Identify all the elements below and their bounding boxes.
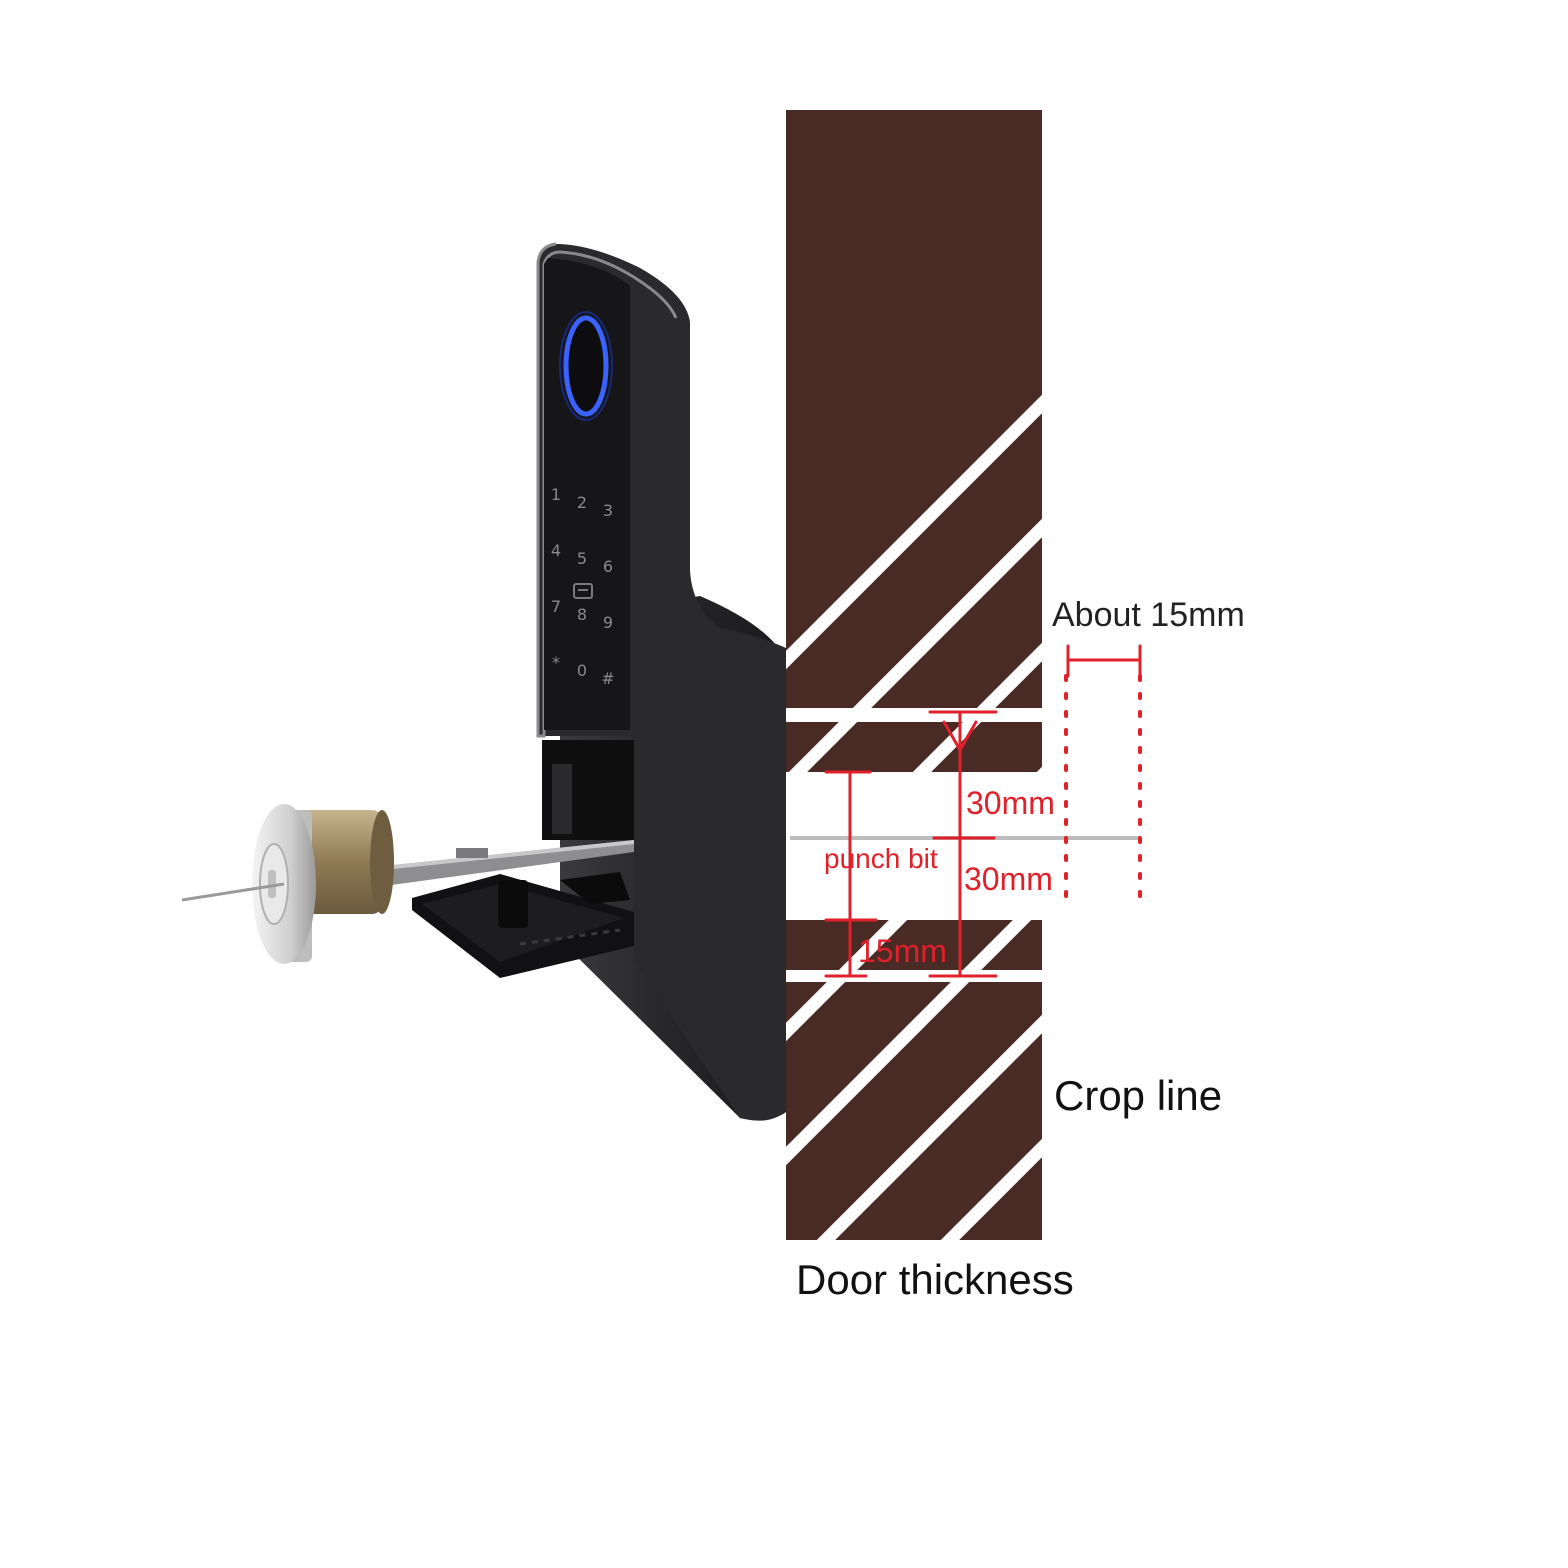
keypad-key[interactable]: 9 — [603, 613, 613, 632]
door-section-bottom — [786, 60, 1568, 1260]
key-cylinder — [252, 804, 394, 964]
door-hatch-stripe — [1426, 60, 1568, 1260]
door-section-middle — [786, 60, 1568, 1260]
door-hatch-stripe — [1550, 60, 1568, 1260]
door-hatch-stripe — [1302, 60, 1568, 1260]
crop-line-label: Crop line — [1054, 1072, 1222, 1119]
door-hatch-stripe — [1178, 60, 1568, 1260]
thirty-mm-bottom-label: 30mm — [964, 861, 1053, 897]
keypad-key[interactable]: 6 — [603, 557, 613, 576]
door-section-lower — [786, 60, 1568, 1260]
keypad-key[interactable]: 3 — [603, 501, 613, 520]
door-hatch-stripe — [1178, 60, 1568, 1260]
fingerprint-ring-icon — [563, 315, 609, 417]
door-cross-section — [786, 60, 1568, 1260]
keypad-key[interactable]: 8 — [577, 605, 587, 624]
keypad-key[interactable]: 2 — [577, 493, 587, 512]
door-hatch-stripe — [1550, 60, 1568, 1260]
keypad-key[interactable]: # — [601, 669, 614, 688]
door-hatch-stripe — [976, 642, 1042, 708]
key-pin — [181, 882, 285, 902]
thirty-mm-top-label: 30mm — [966, 785, 1055, 821]
fingerprint-glow-icon — [559, 311, 613, 421]
lock-bevel-highlight — [536, 242, 678, 738]
door-hatch-stripe — [1302, 60, 1568, 1260]
door-hatch-stripe — [1302, 60, 1568, 1260]
nfc-card-icon — [573, 583, 593, 599]
door-hatch-stripe — [1178, 60, 1568, 1260]
diag-top-left — [942, 720, 962, 752]
keypad-key[interactable]: 0 — [577, 661, 587, 680]
keypad-key[interactable]: * — [552, 653, 560, 672]
cylinder-brass-body — [296, 810, 382, 914]
punch-bit-label: punch bit — [824, 843, 938, 874]
keypad-key[interactable]: 5 — [577, 549, 587, 568]
mounting-bracket — [412, 872, 634, 978]
spindle-rod — [384, 840, 634, 886]
lock-mortise-slot — [552, 764, 572, 834]
door-hatch-stripe — [816, 1014, 1042, 1240]
door-hatch-stripe — [1550, 60, 1568, 1260]
door-hatch-stripe — [1550, 60, 1568, 1260]
dimension-markings — [824, 644, 1142, 978]
about-15mm-label: About 15mm — [1052, 596, 1245, 634]
keypad-key[interactable]: 7 — [551, 597, 561, 616]
door-hatch-stripe — [1426, 60, 1568, 1260]
door-hatch-stripe — [1302, 60, 1568, 1260]
diag-top-right — [958, 720, 978, 752]
door-hatch-stripe — [786, 982, 970, 1166]
door-section-top — [786, 60, 1568, 1260]
keypad-key[interactable]: 4 — [551, 541, 561, 560]
door-hatch-stripe — [1178, 60, 1568, 1260]
fifteen-mm-label: 15mm — [858, 933, 947, 969]
fingerprint-sensor — [559, 311, 613, 421]
door-thickness-label: Door thickness — [796, 1256, 1074, 1303]
door-hatch-stripe — [1426, 60, 1568, 1260]
door-hatch-stripe — [1426, 60, 1568, 1260]
door-hatch-stripe — [852, 518, 1042, 708]
keypad-key[interactable]: 1 — [551, 485, 561, 504]
